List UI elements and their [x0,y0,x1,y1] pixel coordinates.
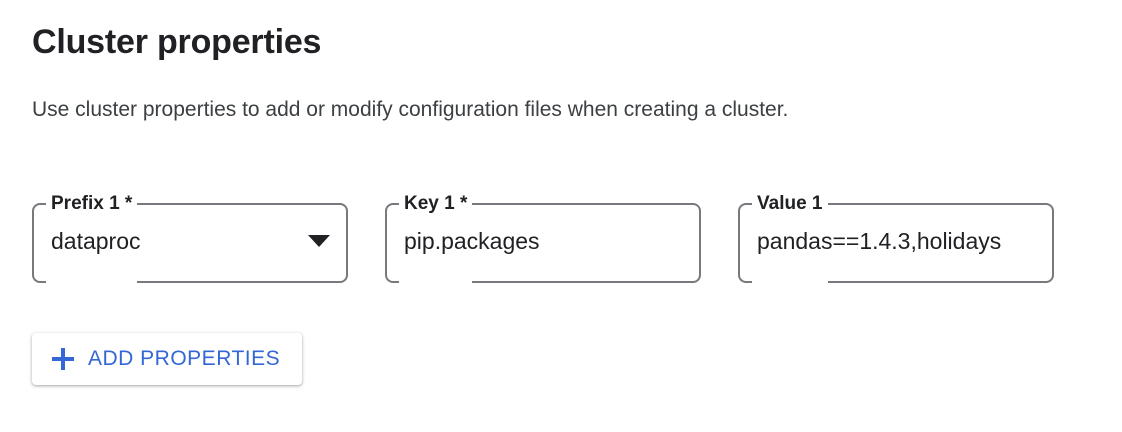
outline-leading [385,203,399,283]
page-title: Cluster properties [32,23,322,61]
add-properties-button[interactable]: ADD PROPERTIES [32,333,303,385]
chevron-down-icon[interactable] [308,235,330,247]
plus-icon [52,348,74,370]
key-1-field[interactable]: Key 1 * pip.packages [385,192,701,283]
section-description: Use cluster properties to add or modify … [32,98,789,121]
prefix-1-field[interactable]: Prefix 1 * dataproc [32,192,348,283]
prefix-1-label: Prefix 1 * [46,192,138,216]
value-1-input[interactable]: pandas==1.4.3,holidays [757,228,1002,254]
outline-leading [32,203,46,283]
key-1-input[interactable]: pip.packages [404,228,540,254]
properties-field-row: Prefix 1 * dataproc Key 1 * pip.packages [32,192,1054,283]
prefix-1-value[interactable]: dataproc [51,228,141,254]
value-1-field[interactable]: Value 1 pandas==1.4.3,holidays [738,192,1054,283]
value-1-label: Value 1 [752,192,828,216]
outline-leading [738,203,752,283]
key-1-label: Key 1 * [399,192,473,216]
add-properties-label: ADD PROPERTIES [88,347,281,370]
